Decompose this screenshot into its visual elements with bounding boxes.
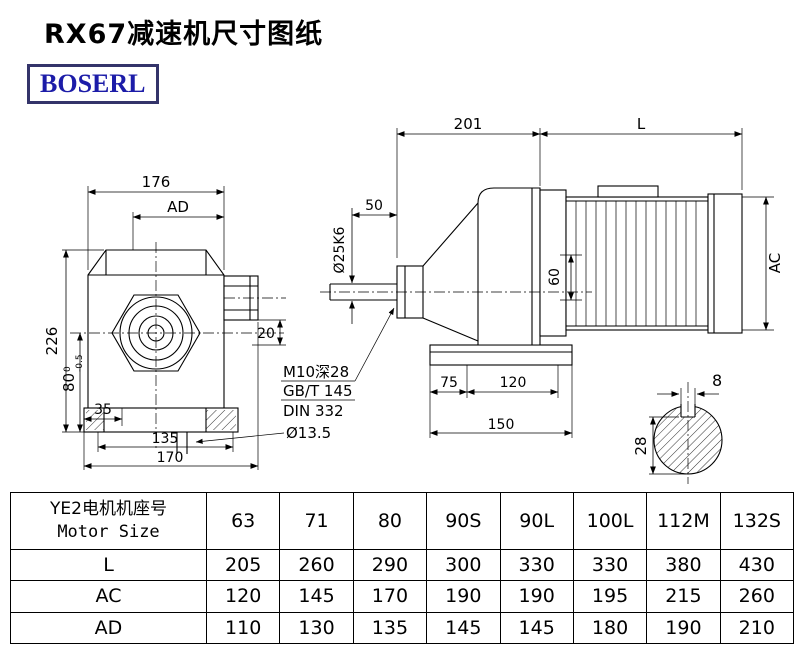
row-label: AC [10, 580, 207, 613]
dim-label-20: 20 [257, 326, 275, 342]
dim-label-shaft: Ø25K6 [332, 226, 348, 273]
technical-drawing: 176 AD 226 80 0 -0.5 35 135 170 [43, 115, 784, 484]
dim-label-50: 50 [365, 198, 383, 214]
dim-label-135: 135 [152, 431, 179, 447]
table-cell: 205 [205, 548, 281, 582]
table-cell: 190 [646, 611, 721, 645]
table-cell: 330 [499, 548, 574, 582]
motor-size-header: YE2电机机座号 Motor Size [10, 492, 207, 550]
callout-gb: GB/T 145 [283, 382, 353, 400]
table-cell: 380 [646, 548, 721, 582]
table-cell: 180 [572, 611, 648, 645]
dim-label-28: 28 [632, 436, 650, 455]
table-cell: 260 [279, 548, 354, 582]
dim-label-8: 8 [712, 371, 722, 390]
dim-label-176: 176 [142, 173, 171, 191]
table-cell: 120 [205, 580, 281, 613]
table-cell: 210 [719, 611, 795, 645]
brand-logo: BOSERL [27, 64, 159, 104]
table-cell: 260 [719, 580, 795, 613]
table-cell: 195 [572, 580, 648, 613]
dim-label-35: 35 [94, 402, 112, 418]
table-cell: 90S [426, 492, 501, 550]
dim-label-ac: AC [766, 253, 784, 273]
shaft-section-view: 8 28 [632, 371, 723, 484]
table-row-l: L 205 260 290 300 330 330 380 430 [10, 548, 795, 582]
front-view: 176 AD 226 80 0 -0.5 35 135 170 [43, 173, 331, 470]
dim-label-80-tol-top: 0 [63, 366, 73, 372]
table-cell: 130 [279, 611, 354, 645]
table-cell: 215 [646, 580, 721, 613]
dim-label-201: 201 [454, 115, 483, 133]
row-label: AD [10, 611, 207, 645]
table-cell: 112M [646, 492, 721, 550]
table-cell: 100L [572, 492, 648, 550]
table-cell: 145 [279, 580, 354, 613]
table-cell: 170 [352, 580, 428, 613]
table-cell: 132S [719, 492, 795, 550]
table-cell: 190 [499, 580, 574, 613]
dim-label-75: 75 [440, 375, 458, 391]
table-row-ad: AD 110 130 135 145 145 180 190 210 [10, 611, 795, 645]
table-cell: 90L [499, 492, 574, 550]
dim-label-ad: AD [167, 198, 189, 216]
dim-label-hole: Ø13.5 [286, 424, 331, 442]
callout-din: DIN 332 [283, 402, 344, 420]
table-cell: 190 [426, 580, 501, 613]
table-cell: 71 [279, 492, 354, 550]
side-view: 201 L 50 Ø25K6 60 AC M10深28 GB/T 145 DIN… [281, 115, 784, 438]
dim-label-80-tol-bottom: -0.5 [75, 354, 85, 372]
page-title: RX67减速机尺寸图纸 [44, 19, 324, 50]
table-cell: 80 [352, 492, 428, 550]
dim-label-l: L [637, 115, 646, 133]
table-cell: 330 [572, 548, 648, 582]
table-cell: 430 [719, 548, 795, 582]
row-label: L [10, 548, 207, 582]
dim-label-226: 226 [43, 327, 61, 356]
dim-label-80: 80 [60, 373, 78, 392]
table-cell: 145 [499, 611, 574, 645]
table-cell: 145 [426, 611, 501, 645]
table-cell: 110 [205, 611, 281, 645]
table-header-row: YE2电机机座号 Motor Size 63 71 80 90S 90L 100… [10, 492, 795, 550]
motor-size-header-en: Motor Size [57, 521, 160, 542]
motor-size-header-cn: YE2电机机座号 [50, 498, 167, 519]
table-cell: 135 [352, 611, 428, 645]
table-cell: 300 [426, 548, 501, 582]
dimension-table: YE2电机机座号 Motor Size 63 71 80 90S 90L 100… [10, 492, 795, 645]
dim-label-60: 60 [547, 268, 563, 286]
table-row-ac: AC 120 145 170 190 190 195 215 260 [10, 580, 795, 613]
callout-thread: M10深28 [283, 363, 349, 381]
table-cell: 290 [352, 548, 428, 582]
dim-label-170: 170 [157, 450, 184, 466]
table-cell: 63 [205, 492, 281, 550]
dim-label-120: 120 [500, 375, 527, 391]
dim-label-150: 150 [488, 417, 515, 433]
